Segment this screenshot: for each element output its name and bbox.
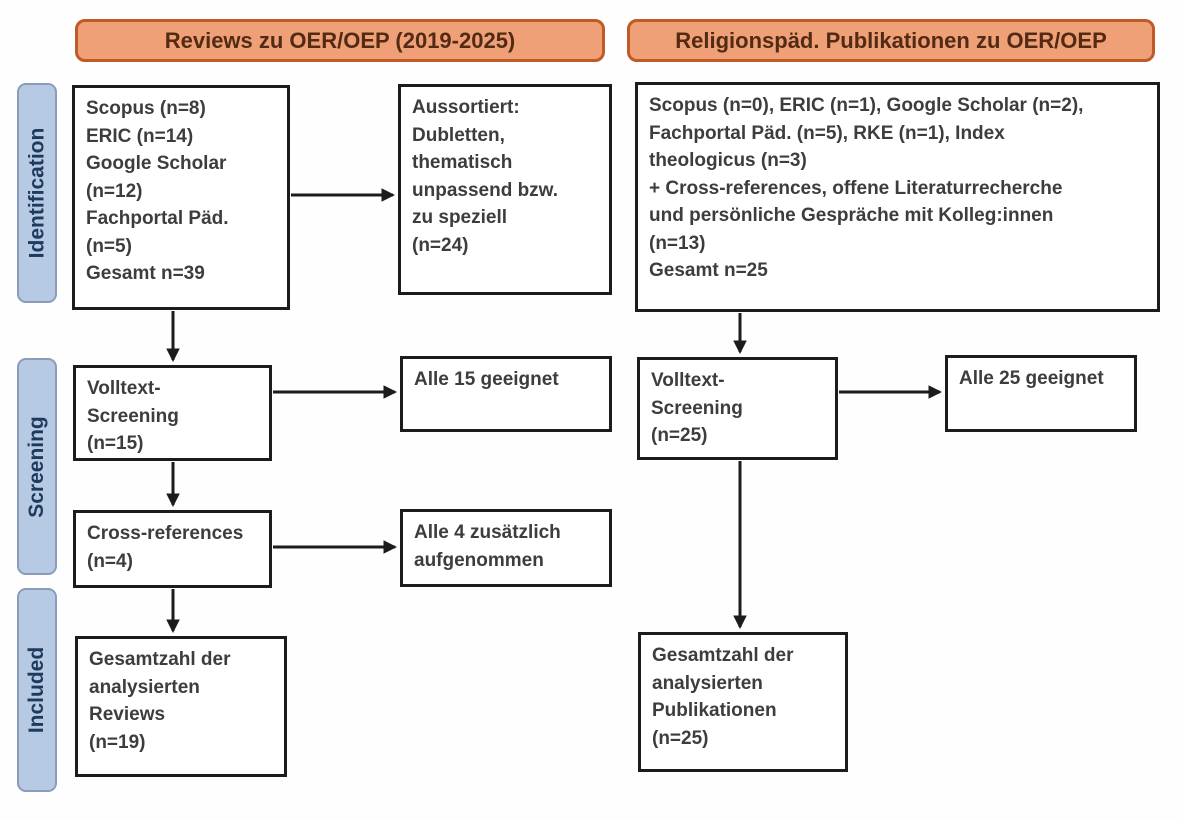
box-right-all-eligible: Alle 25 geeignet <box>945 355 1137 432</box>
box-left-identification-sources: Scopus (n=8) ERIC (n=14) Google Scholar … <box>72 85 290 310</box>
stage-label-included: Included <box>25 646 48 734</box>
stage-bar-included: Included <box>17 588 57 792</box>
box-right-fulltext-screening: Volltext- Screening (n=25) <box>637 357 838 460</box>
stage-label-identification: Identification <box>25 127 49 259</box>
stage-bar-identification: Identification <box>17 83 57 303</box>
box-left-fulltext-screening: Volltext- Screening (n=15) <box>73 365 272 461</box>
stage-bar-screening: Screening <box>17 358 57 575</box>
column-header-reviews: Reviews zu OER/OEP (2019-2025) <box>75 19 605 62</box>
box-right-total-analyzed-publications: Gesamtzahl der analysierten Publikatione… <box>638 632 848 772</box>
box-left-sorted-out: Aussortiert: Dubletten, thematisch unpas… <box>398 84 612 295</box>
stage-label-screening: Screening <box>25 415 49 518</box>
column-header-religionspaed: Religionspäd. Publikationen zu OER/OEP <box>627 19 1155 62</box>
box-left-all-eligible: Alle 15 geeignet <box>400 356 612 432</box>
box-left-cross-references: Cross-references (n=4) <box>73 510 272 588</box>
box-right-identification-sources: Scopus (n=0), ERIC (n=1), Google Scholar… <box>635 82 1160 312</box>
box-left-additionally-included: Alle 4 zusätzlich aufgenommen <box>400 509 612 587</box>
box-left-total-analyzed-reviews: Gesamtzahl der analysierten Reviews (n=1… <box>75 636 287 777</box>
